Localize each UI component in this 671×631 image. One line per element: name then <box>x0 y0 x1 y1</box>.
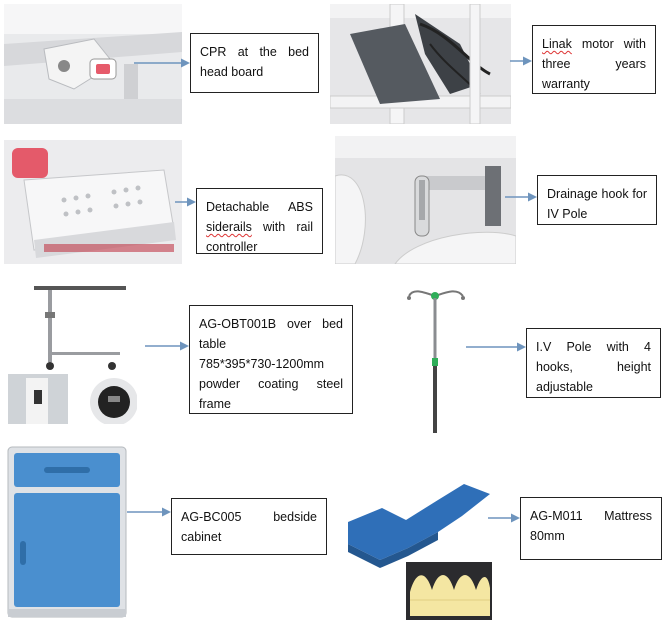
connector-arrow <box>488 512 520 524</box>
callout-line: I.V Pole with 4 <box>536 340 651 354</box>
connector-arrow <box>175 196 196 208</box>
callout-line: head board <box>200 65 264 79</box>
callout-drainage: Drainage hook for IV Pole <box>537 175 657 225</box>
callout-bedside-cabinet: AG-BC005 bedside cabinet <box>171 498 327 555</box>
callout-line: 785*395*730-1200mm <box>199 357 325 371</box>
drainage-hook-photo <box>335 136 516 264</box>
callout-cpr: CPR at the bed head board <box>190 33 319 93</box>
callout-line: IV Pole <box>547 207 588 221</box>
connector-arrow <box>510 55 532 67</box>
callout-mattress: AG-M011 Mattress 80mm <box>520 497 662 560</box>
callout-line: AG-M011 Mattress <box>530 509 652 523</box>
callout-line: warranty <box>542 77 590 91</box>
callout-line: hooks, height <box>536 360 651 374</box>
cpr-photo <box>4 4 182 124</box>
callout-line: AG-BC005 bedside <box>181 510 317 524</box>
callout-line: cabinet <box>181 530 222 544</box>
callout-siderails: Detachable ABS siderails with rail contr… <box>196 188 323 254</box>
mattress-photo <box>342 470 496 622</box>
callout-line: 80mm <box>530 529 565 543</box>
callout-line: table <box>199 337 227 351</box>
callout-linak: Linak motor with three years warranty <box>532 25 656 94</box>
callout-over-bed-table: AG-OBT001B over bed table 785*395*730-12… <box>189 305 353 414</box>
iv-pole-photo <box>395 278 480 433</box>
spellcheck-word: Linak <box>542 37 572 51</box>
connector-arrow <box>505 191 537 203</box>
callout-line: CPR at the bed <box>200 45 309 59</box>
callout-line: controller <box>206 240 258 254</box>
over-bed-table-photo <box>4 282 137 424</box>
callout-line: Linak motor with <box>542 37 646 51</box>
callout-line: frame <box>199 397 231 411</box>
callout-line: powder coating steel <box>199 377 343 391</box>
callout-line: Detachable ABS <box>206 200 313 214</box>
connector-arrow <box>466 341 526 353</box>
callout-line: Drainage hook for <box>547 187 647 201</box>
callout-line: siderails with rail <box>206 220 313 234</box>
connector-arrow <box>145 340 189 352</box>
bedside-cabinet-photo <box>4 443 130 621</box>
siderails-photo <box>4 140 182 264</box>
callout-line: AG-OBT001B over bed <box>199 317 343 331</box>
callout-line: adjustable <box>536 380 593 394</box>
spellcheck-word: siderails <box>206 220 252 234</box>
connector-arrow <box>134 57 190 69</box>
connector-arrow <box>127 506 171 518</box>
linak-motor-photo <box>330 4 511 124</box>
callout-iv-pole: I.V Pole with 4 hooks, height adjustable <box>526 328 661 398</box>
callout-line: three years <box>542 57 646 71</box>
